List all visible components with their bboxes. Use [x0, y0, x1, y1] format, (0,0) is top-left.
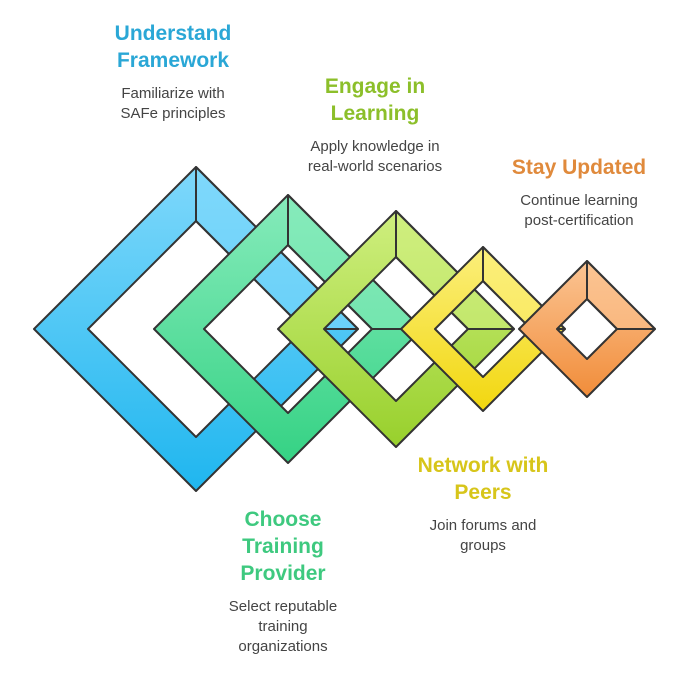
step-description: Join forums and groups — [429, 517, 537, 554]
step-description: Continue learning post-certification — [520, 192, 638, 229]
step-understand-framework: Understand Framework Familiarize with SA… — [88, 20, 258, 124]
step-description: Select reputable training organizations — [228, 598, 338, 655]
step-choose-training-provider: Choose Training Provider Select reputabl… — [198, 506, 368, 657]
step-description: Familiarize with SAFe principles — [120, 85, 226, 122]
step-title: Engage in Learning — [324, 75, 426, 125]
step-title: Stay Updated — [511, 156, 647, 179]
step-network-with-peers: Network with Peers Join forums and group… — [390, 452, 576, 556]
step-title: Choose Training Provider — [240, 508, 326, 585]
ring-facet-stay-updated — [586, 260, 656, 330]
step-title: Network with Peers — [417, 454, 549, 504]
step-engage-in-learning: Engage in Learning Apply knowledge in re… — [280, 73, 470, 177]
step-stay-updated: Stay Updated Continue learning post-cert… — [490, 154, 668, 231]
step-description: Apply knowledge in real-world scenarios — [307, 138, 443, 175]
step-title: Understand Framework — [114, 22, 232, 72]
